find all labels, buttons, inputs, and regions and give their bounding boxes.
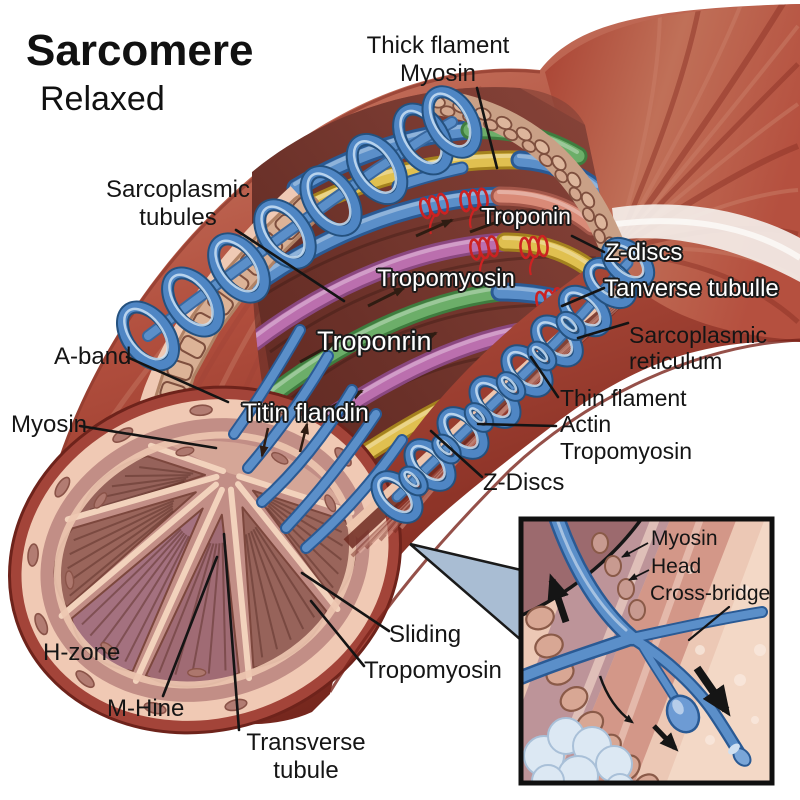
label-titin: Titin flandin xyxy=(242,399,369,427)
label-sarcoplasmic-reticulum: Sarcoplasmic reticulum xyxy=(629,322,767,375)
label-transverse-tubule-line1: Transverse xyxy=(246,729,366,756)
label-transverse-tubule-line2: tubule xyxy=(273,756,339,784)
label-myosin-left: Myosin xyxy=(11,411,88,438)
page-title: Sarcomere xyxy=(26,26,254,75)
label-sarcoplasmic-tubules: Sarcoplasmic tubules xyxy=(88,176,268,231)
label-thin-filament-line2: Actin xyxy=(560,411,612,438)
label-troponin-center: Troponrin xyxy=(317,326,432,356)
label-tropomyosin-bottom: Tropomyosin xyxy=(364,657,502,684)
tendon-highlight xyxy=(615,218,800,261)
label-a-band: A-band xyxy=(54,343,132,370)
label-thin-filament-line3: Tropomyosin xyxy=(560,437,693,464)
label-transverse-tubule: Transverse tubule xyxy=(228,729,384,784)
label-z-discs-right: Z-discs xyxy=(605,239,683,266)
fiber-bottom-edge xyxy=(328,338,800,693)
force-direction-arrows xyxy=(547,573,731,752)
label-thin-filament-line1: Thin flament xyxy=(560,385,687,411)
label-troponin-upper: Troponin xyxy=(481,203,571,229)
thin-filaments-converging xyxy=(228,324,408,554)
label-z-discs-bottom: Z-Discs xyxy=(483,469,565,496)
label-sliding: Sliding xyxy=(389,621,462,648)
label-m-line: M-Hine xyxy=(107,695,185,722)
label-thick-filament-line1: Thick flament xyxy=(366,32,510,59)
label-thin-filament: Thin flament Actin Tropomyosin xyxy=(560,385,692,464)
sarcoplasmic-tubules-coil xyxy=(115,85,483,372)
myosin-head-inset xyxy=(518,516,775,786)
state-subtitle: Relaxed xyxy=(40,80,165,118)
label-inset-myosin: Myosin xyxy=(651,527,718,550)
label-thick-filament-line2: Myosin xyxy=(399,59,477,87)
label-inset-cross-bridge: Cross-bridge xyxy=(650,582,771,605)
label-sarcoplasmic-reticulum-line2: reticulum xyxy=(629,348,723,375)
label-thick-filament: Thick flament Myosin xyxy=(338,32,538,87)
label-inset-head: Head xyxy=(651,555,702,578)
label-sarcoplasmic-reticulum-line1: Sarcoplasmic xyxy=(629,322,768,348)
label-leader-lines xyxy=(78,86,731,732)
inset-border xyxy=(518,516,775,786)
label-h-zone: H-zone xyxy=(43,639,121,666)
fiber-cross-section xyxy=(8,385,402,735)
label-sarcoplasmic-tubules-line2: tubules xyxy=(139,203,217,231)
label-tanverse-tubulle: Tanverse tubulle xyxy=(604,275,779,302)
label-tropomyosin-center: Tropomyosin xyxy=(377,265,515,292)
label-sarcoplasmic-tubules-line1: Sarcoplasmic xyxy=(105,176,251,203)
